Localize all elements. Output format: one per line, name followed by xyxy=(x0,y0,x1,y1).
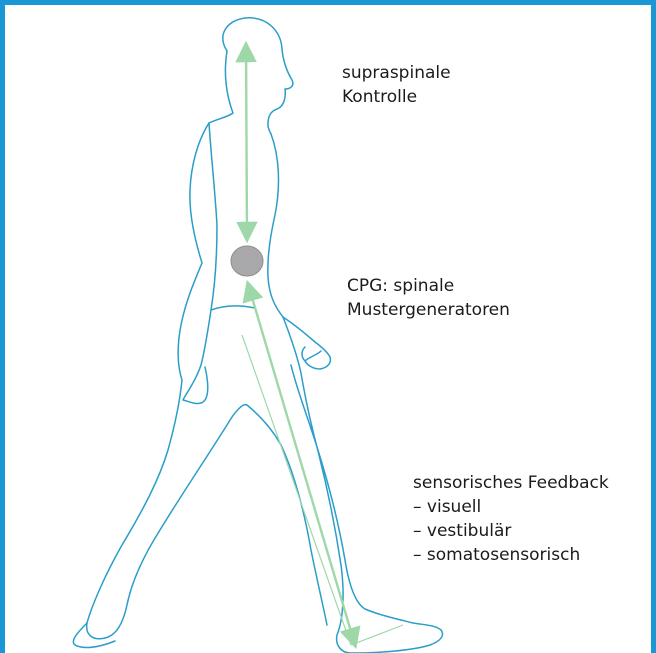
sensory-feedback-label: sensorisches Feedback – visuell – vestib… xyxy=(413,471,609,567)
supraspinal-label-line-2: Kontrolle xyxy=(342,85,451,109)
sensory-label-visual: – visuell xyxy=(413,495,609,519)
feedback-arrow xyxy=(248,284,355,645)
back-foot-outline xyxy=(73,623,115,647)
supraspinal-arrow xyxy=(246,45,247,239)
cpg-node-icon xyxy=(231,246,263,276)
supraspinal-label-line-1: supraspinale xyxy=(342,61,451,85)
foot-feedback-line xyxy=(351,625,403,645)
walking-person-icon xyxy=(73,18,442,653)
chest-outline xyxy=(268,134,283,317)
sensory-label-somatosensory: – somatosensorisch xyxy=(413,543,609,567)
sensory-label-title: sensorisches Feedback xyxy=(413,471,609,495)
back-outline xyxy=(87,123,247,639)
neck-outline xyxy=(209,51,233,123)
hand-outline xyxy=(283,317,330,369)
sensory-label-vestibular: – vestibulär xyxy=(413,519,609,543)
cpg-label-line-1: CPG: spinale xyxy=(347,274,510,298)
cpg-label-line-2: Mustergeneratoren xyxy=(347,298,510,322)
feedback-thin-line xyxy=(242,335,351,645)
supraspinal-label: supraspinale Kontrolle xyxy=(342,61,451,109)
head-outline xyxy=(223,18,293,134)
cpg-label: CPG: spinale Mustergeneratoren xyxy=(347,274,510,322)
